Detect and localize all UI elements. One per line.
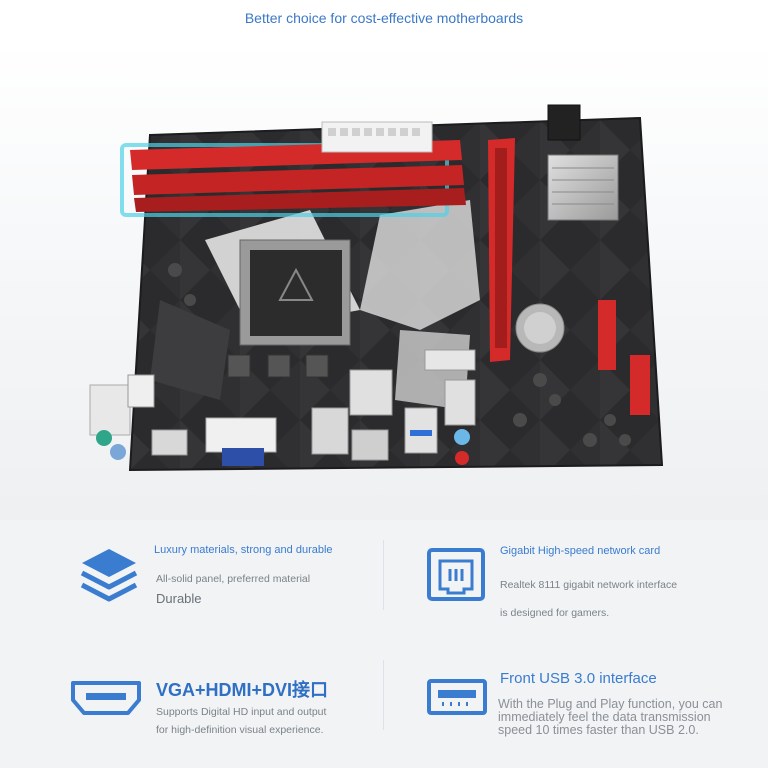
video-heading: VGA+HDMI+DVI接口: [156, 680, 329, 700]
ethernet-port-icon: [427, 548, 485, 601]
materials-heading: Luxury materials, strong and durable: [154, 544, 333, 556]
layers-icon: [80, 549, 138, 602]
usb-heading: Front USB 3.0 interface: [500, 670, 657, 687]
rear-io-panel: [89, 369, 476, 466]
divider: [383, 540, 384, 610]
video-line2: for high-definition visual experience.: [156, 724, 324, 736]
network-heading: Gigabit High-speed network card: [500, 545, 661, 557]
network-line1: Realtek 8111 gigabit network interface: [500, 579, 678, 591]
ram-slots: [130, 140, 466, 212]
usb-body: With the Plug and Play function, you can…: [498, 697, 723, 737]
materials-line1: All-solid panel, preferred material: [156, 573, 311, 585]
usb-port-icon: [427, 679, 487, 715]
feature-section: Luxury materials, strong and durable All…: [0, 520, 768, 768]
page-title: Better choice for cost-effective motherb…: [244, 10, 524, 26]
hdmi-port-icon: [71, 681, 141, 715]
motherboard-photo: [0, 40, 768, 520]
motherboard-illustration: [89, 104, 664, 472]
materials-line2: Durable: [156, 591, 202, 606]
network-line2: is designed for gamers.: [500, 607, 610, 619]
video-line1: Supports Digital HD input and output: [156, 706, 327, 718]
divider: [383, 660, 384, 730]
